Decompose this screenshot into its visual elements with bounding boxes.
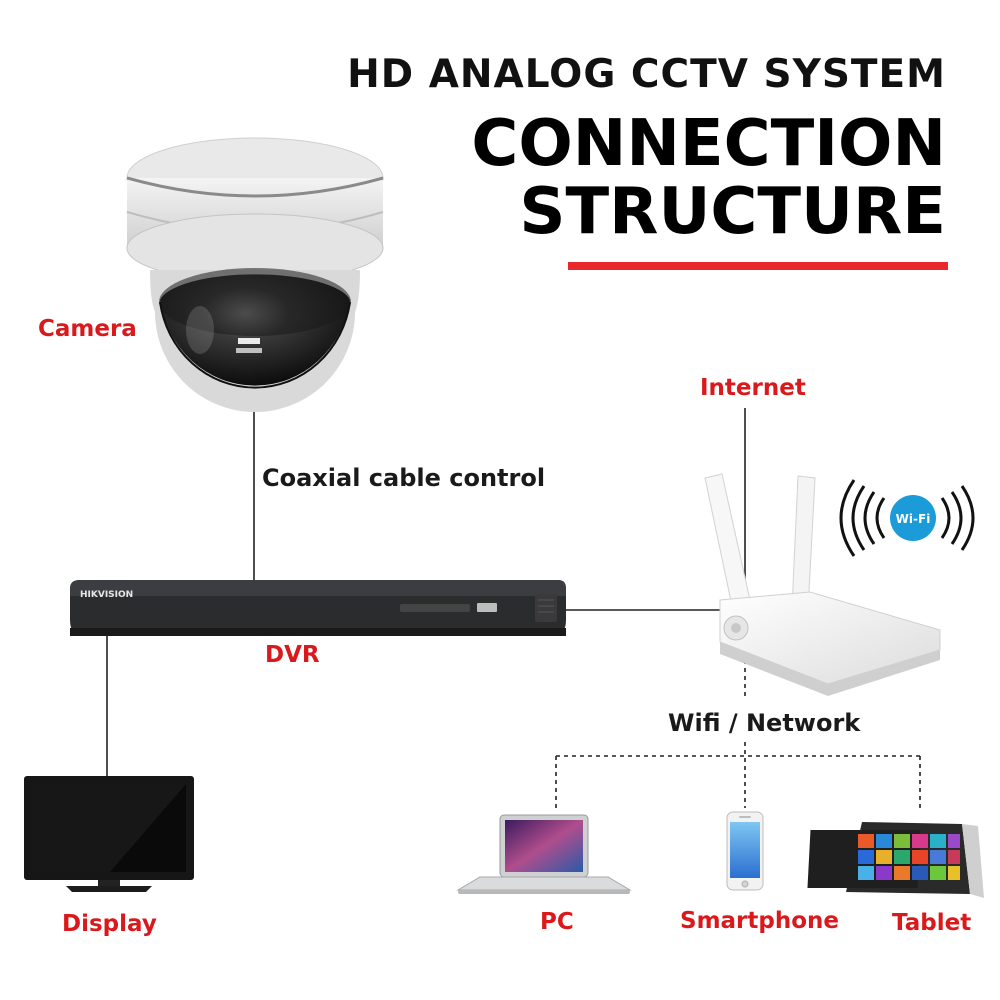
title-main: CONNECTION STRUCTURE xyxy=(471,110,946,246)
title-line-2b: STRUCTURE xyxy=(519,175,946,249)
display-label: Display xyxy=(62,911,157,937)
router-icon xyxy=(704,473,941,696)
title-line-1: HD ANALOG CCTV SYSTEM xyxy=(347,52,946,97)
pc-label: PC xyxy=(540,909,574,935)
wifi-network-label: Wifi / Network xyxy=(668,709,861,737)
dvr-brand-label: HIKVISION xyxy=(80,590,133,600)
coax-cable-label: Coaxial cable control xyxy=(262,464,546,492)
smartphone-icon xyxy=(726,811,764,891)
camera-label: Camera xyxy=(38,316,137,342)
title-underline xyxy=(568,262,948,270)
connection-lines xyxy=(106,408,746,776)
wifi-badge-icon: Wi-Fi xyxy=(839,479,975,557)
internet-label: Internet xyxy=(700,375,806,401)
display-icon xyxy=(24,776,194,892)
dvr-icon: HIKVISION xyxy=(70,580,566,636)
camera-icon xyxy=(126,137,384,412)
laptop-icon xyxy=(456,814,632,894)
wifi-badge-text: Wi-Fi xyxy=(896,512,931,526)
smartphone-label: Smartphone xyxy=(680,908,840,934)
tablet-icon xyxy=(807,822,984,898)
dvr-label: DVR xyxy=(265,642,320,668)
title-line-2a: CONNECTION xyxy=(471,107,946,181)
tablet-label: Tablet xyxy=(892,910,972,936)
